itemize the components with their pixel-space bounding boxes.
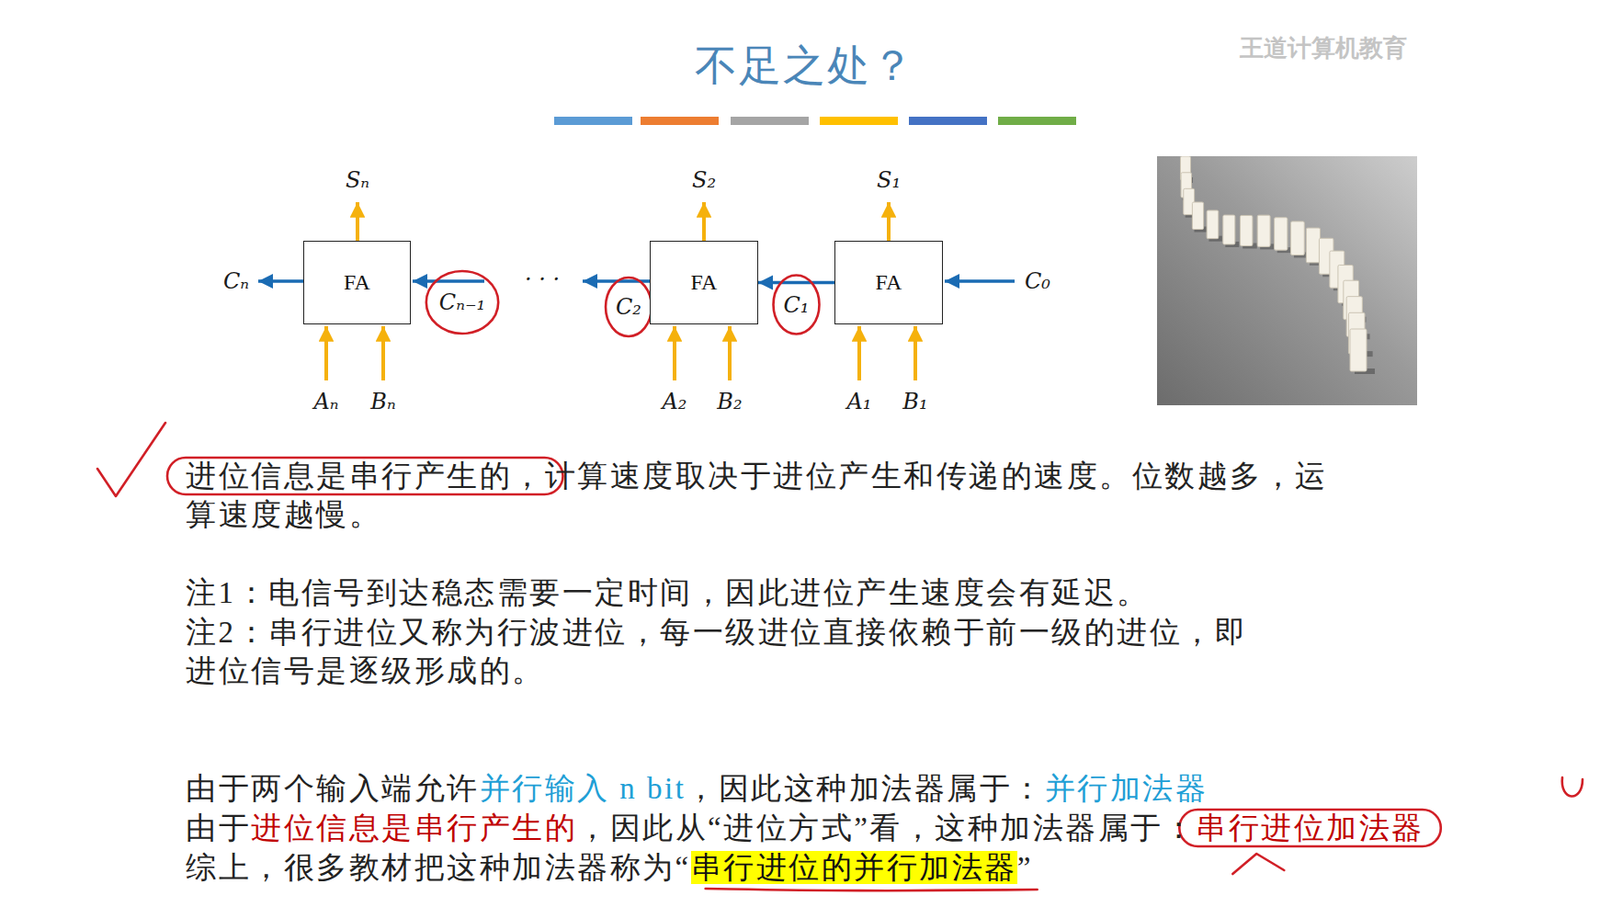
- input-arrow: [381, 326, 386, 381]
- signal-label: Sₙ: [345, 167, 370, 193]
- carry-arrow: [944, 279, 1015, 284]
- domino-tile: [1191, 202, 1207, 233]
- input-arrow: [672, 326, 677, 381]
- note: 注2：串行进位又称为行波进位，每一级进位直接依赖于前一级的进位，即进位信号是逐级…: [185, 612, 1263, 691]
- signal-label: B₁: [902, 388, 928, 415]
- watermark: 王道计算机教育: [1239, 32, 1408, 65]
- text-fragment: 并行输入 n bit: [479, 771, 687, 806]
- domino-tile-face: [1223, 215, 1236, 245]
- text-line: 由于两个输入端允许并行输入 n bit，因此这种加法器属于：并行加法器: [185, 769, 1208, 808]
- domino-tile-face: [1350, 329, 1367, 372]
- color-bar: [908, 116, 988, 125]
- color-bar: [640, 116, 719, 125]
- signal-label: Cₙ: [223, 268, 250, 295]
- signal-label: C₀: [1024, 268, 1051, 295]
- text-fragment: 由于: [185, 811, 251, 845]
- signal-label: A₂: [662, 388, 688, 415]
- domino-tile-face: [1274, 217, 1288, 250]
- input-arrow: [857, 326, 862, 381]
- hand-circle: [773, 275, 820, 335]
- text-fragment: 串行进位的并行加法器: [691, 851, 1018, 885]
- domino-tile: [1274, 217, 1294, 253]
- domino-tile-face: [1291, 221, 1305, 256]
- signal-label: C₁: [783, 292, 810, 318]
- hand-underline: [705, 888, 1038, 891]
- guide-path: [1185, 180, 1359, 372]
- paragraph: 进位信息是串行产生的，计算速度取决于进位产生和传递的速度。位数越多，运算速度越慢…: [185, 456, 1346, 534]
- signal-label: Cₙ₋₁: [439, 289, 486, 316]
- hand-circle: [426, 271, 499, 334]
- domino-tile-face: [1206, 210, 1219, 239]
- sum-arrow: [355, 202, 360, 241]
- input-arrow: [913, 326, 918, 381]
- hand-caret: [1232, 853, 1284, 874]
- slide-title: 不足之处？: [694, 37, 916, 95]
- adder-box: FA: [649, 240, 759, 325]
- signal-label: Bₙ: [370, 388, 396, 415]
- color-bar: [998, 116, 1077, 125]
- domino-tile-face: [1239, 215, 1252, 246]
- signal-label: Aₙ: [313, 388, 339, 415]
- text-fragment: ”: [1017, 851, 1033, 885]
- input-arrow: [324, 326, 329, 381]
- signal-label: B₂: [716, 388, 742, 415]
- domino-tile-face: [1305, 227, 1320, 263]
- text-line: 由于进位信息是串行产生的，因此从“进位方式”看，这种加法器属于：串行进位加法器: [185, 808, 1425, 848]
- input-arrow: [727, 326, 732, 381]
- color-bar: [819, 116, 898, 125]
- box-label: FA: [343, 270, 371, 296]
- domino-tile: [1223, 215, 1239, 248]
- text-fragment: 串行进位加法器: [1195, 811, 1425, 845]
- hand-circle: [605, 277, 652, 337]
- carry-arrow: [412, 279, 485, 284]
- domino-tile: [1239, 215, 1257, 249]
- domino-tile-face: [1257, 215, 1271, 247]
- signal-label: S₂: [692, 167, 716, 193]
- signal-label: S₁: [876, 167, 901, 193]
- ellipsis: · · ·: [524, 266, 560, 293]
- text-fragment: 由于两个输入端允许: [185, 771, 480, 806]
- domino-tile: [1350, 329, 1375, 375]
- check-mark: [97, 422, 166, 497]
- sum-arrow: [702, 202, 706, 241]
- carry-arrow: [758, 281, 835, 285]
- text-fragment: ，因此从“进位方式”看，这种加法器属于：: [577, 811, 1196, 845]
- text-fragment: 进位信息是串行产生的: [250, 811, 578, 845]
- signal-label: C₂: [615, 294, 642, 320]
- adder-box: FA: [303, 240, 411, 325]
- color-bar: [554, 116, 633, 125]
- sum-arrow: [886, 202, 891, 241]
- carry-arrow: [258, 279, 304, 284]
- color-bar: [730, 116, 809, 125]
- text-fragment: ，因此这种加法器属于：: [685, 771, 1045, 806]
- adder-box: FA: [834, 240, 943, 325]
- signal-label: A₁: [847, 388, 873, 415]
- text-fragment: 综上，很多教材把这种加法器称为“: [185, 851, 692, 885]
- domino-tile: [1257, 215, 1275, 250]
- text-line: 综上，很多教材把这种加法器称为“串行进位的并行加法器”: [185, 848, 1033, 887]
- note: 注1：电信号到达稳态需要一定时间，因此进位产生速度会有延迟。: [185, 573, 1491, 613]
- hand-loop: [1179, 809, 1442, 847]
- domino-tile: [1206, 210, 1223, 242]
- box-label: FA: [691, 270, 718, 296]
- domino-row: [1180, 156, 1376, 375]
- domino-tile-face: [1191, 202, 1203, 230]
- text-fragment: 并行加法器: [1044, 771, 1209, 806]
- box-label: FA: [875, 270, 903, 296]
- domino-photo: [1157, 156, 1418, 406]
- hand-mark: [1562, 777, 1583, 797]
